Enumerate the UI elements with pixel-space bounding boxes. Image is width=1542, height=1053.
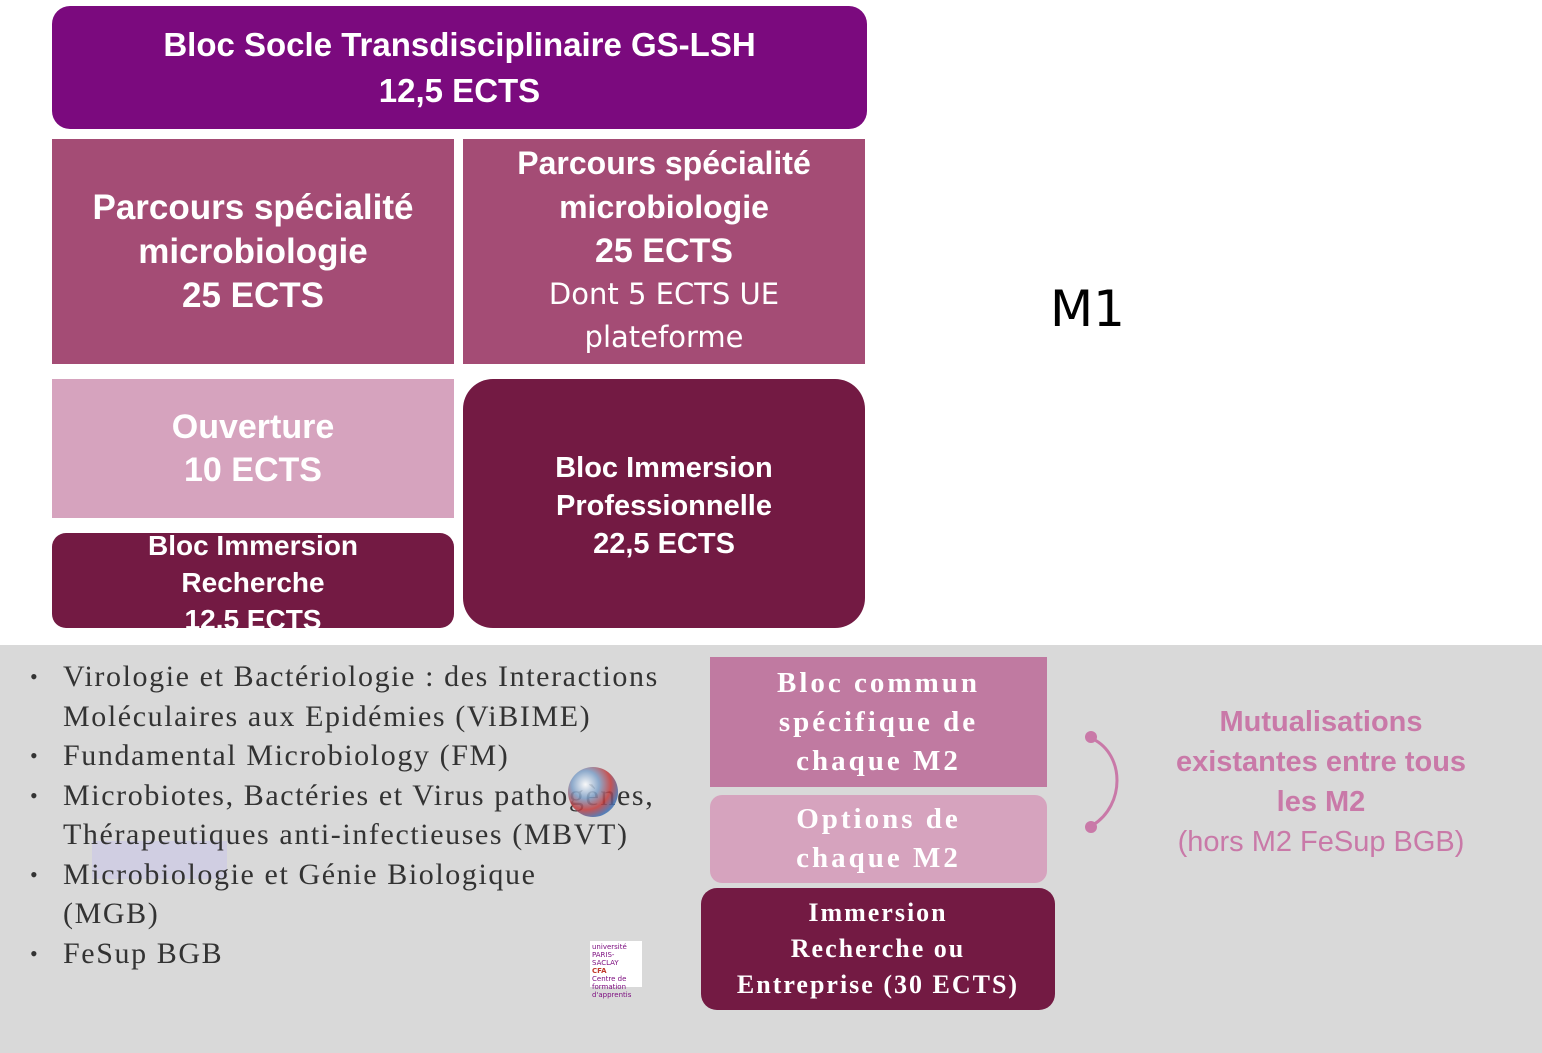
immersion-pro-ects: 22,5 ECTS — [593, 528, 735, 560]
parcours-left-line1: Parcours spécialité — [92, 187, 414, 227]
mutualisations-note: (hors M2 FeSup BGB) — [1177, 826, 1465, 858]
ouverture-title: Ouverture — [171, 407, 335, 446]
m1-label: M1 — [1050, 280, 1125, 338]
parcours-right-ects: 25 ECTS — [595, 232, 733, 270]
list-item: Fundamental Microbiology (FM) — [30, 736, 703, 776]
international-globe-logo — [568, 767, 618, 817]
immersion-m2-line3: Entreprise (30 ECTS) — [736, 970, 1020, 999]
immersion-pro-block: Bloc Immersion Professionnelle 22,5 ECTS — [463, 379, 865, 628]
immersion-m2-block: Immersion Recherche ou Entreprise (30 EC… — [701, 888, 1055, 1010]
parcours-right-note2: plateforme — [584, 320, 744, 354]
brace-connector-icon — [1085, 731, 1119, 833]
mutualisations-line3: les M2 — [1276, 786, 1366, 818]
parcours-right: Parcours spécialité microbiologie 25 ECT… — [463, 139, 865, 364]
immersion-recherche-line1: Bloc Immersion — [147, 533, 359, 561]
m2-panel: Virologie et Bactériologie : des Interac… — [0, 645, 1542, 1053]
parcours-right-note1: Dont 5 ECTS UE — [548, 277, 780, 311]
immersion-pro-line1: Bloc Immersion — [555, 452, 773, 484]
options-line2: chaque M2 — [796, 842, 961, 874]
bloc-commun: Bloc commun spécifique de chaque M2 — [710, 657, 1047, 787]
universite-paris-saclay-cfa-logo: université PARIS-SACLAY CFA Centre de fo… — [590, 941, 642, 999]
immersion-pro-line2: Professionnelle — [556, 490, 772, 522]
immersion-recherche-line2: Recherche — [181, 567, 325, 598]
mutualisations-text: Mutualisations existantes entre tous les… — [1140, 702, 1502, 862]
immersion-m2-line2: Recherche ou — [790, 934, 966, 963]
mutualisations-line1: Mutualisations — [1219, 706, 1423, 738]
ouverture-ects: 10 ECTS — [184, 450, 322, 489]
immersion-recherche-block: Bloc Immersion Recherche 12,5 ECTS — [52, 533, 454, 628]
mutualisations-line2: existantes entre tous — [1175, 746, 1467, 778]
list-item: FeSup BGB — [30, 934, 703, 974]
parcours-left: Parcours spécialité microbiologie 25 ECT… — [52, 139, 454, 364]
bloc-commun-line2: spécifique de — [778, 705, 979, 738]
parcours-right-line2: microbiologie — [559, 189, 769, 225]
list-item: Microbiotes, Bactéries et Virus pathogèn… — [30, 776, 703, 855]
socle-title: Bloc Socle Transdisciplinaire GS-LSH — [163, 25, 756, 63]
ouverture-block: Ouverture 10 ECTS — [52, 379, 454, 518]
bloc-socle: Bloc Socle Transdisciplinaire GS-LSH 12,… — [52, 6, 867, 129]
parcours-right-line1: Parcours spécialité — [517, 145, 811, 181]
parcours-left-ects: 25 ECTS — [182, 275, 324, 315]
immersion-m2-line1: Immersion — [808, 898, 948, 927]
immersion-recherche-ects: 12,5 ECTS — [184, 604, 322, 628]
bloc-commun-line3: chaque M2 — [796, 744, 961, 777]
parcours-left-line2: microbiologie — [138, 231, 368, 271]
list-item: Microbiologie et Génie Biologique (MGB) — [30, 855, 583, 934]
bloc-commun-line1: Bloc commun — [777, 666, 980, 699]
list-item: Virologie et Bactériologie : des Interac… — [30, 657, 703, 736]
options-block: Options de chaque M2 — [710, 795, 1047, 883]
m2-track-list: Virologie et Bactériologie : des Interac… — [30, 657, 703, 973]
options-line1: Options de — [796, 803, 961, 835]
socle-ects: 12,5 ECTS — [378, 71, 541, 109]
